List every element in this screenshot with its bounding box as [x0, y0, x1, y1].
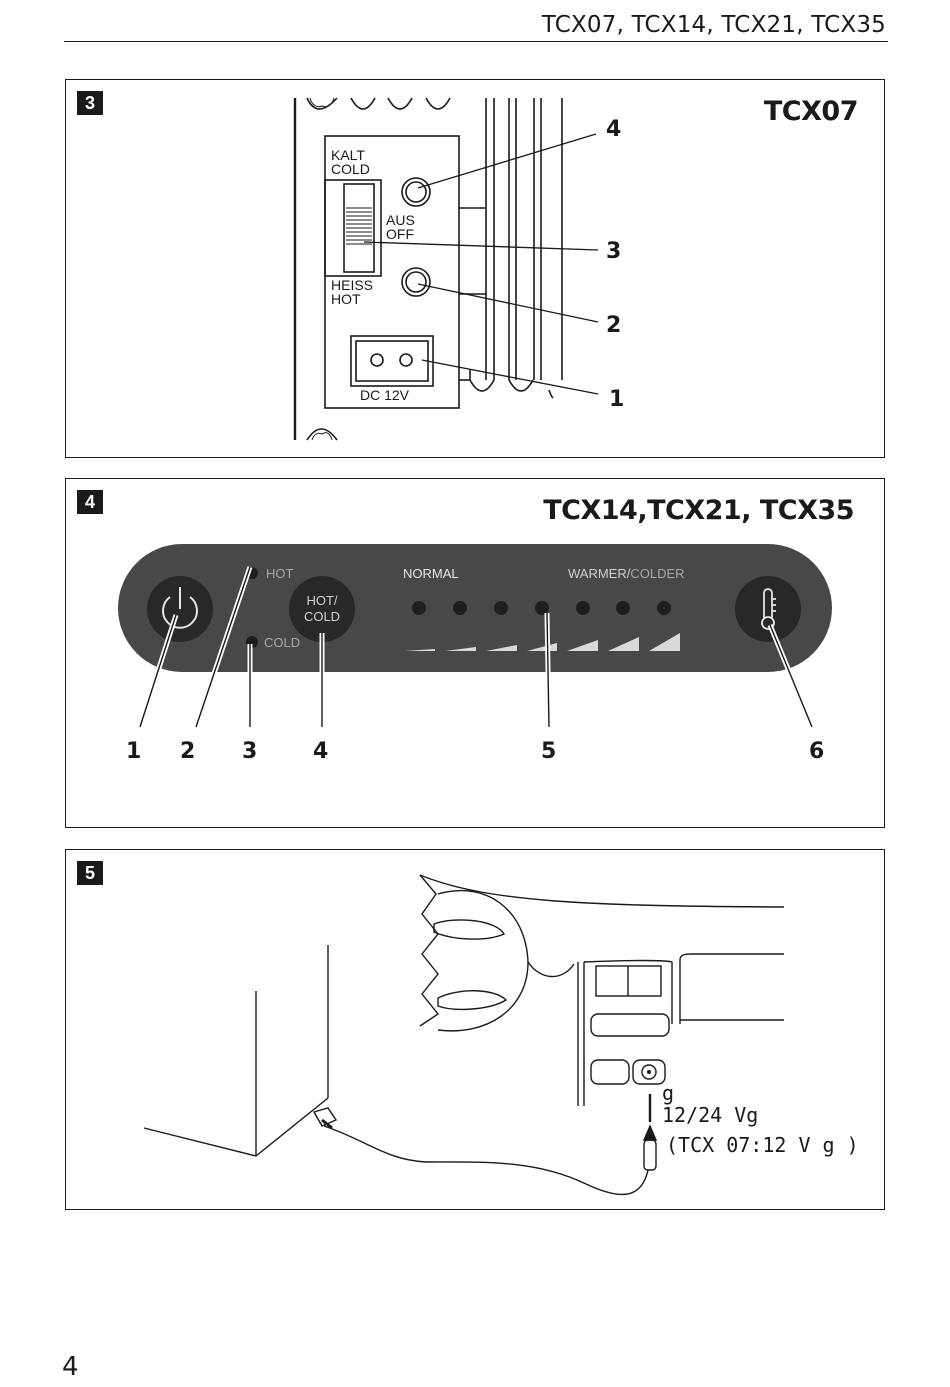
- label-note: (TCX 07:12 V g ): [666, 1133, 859, 1157]
- model-label: TCX14,TCX21, TCX35: [543, 495, 854, 526]
- figure-number: 5: [77, 861, 103, 885]
- callout-1: 1: [126, 739, 141, 764]
- callout-3: 3: [606, 239, 621, 264]
- label-g: g: [662, 1081, 674, 1105]
- hot-cold-line2: COLD: [304, 609, 340, 624]
- label-normal: NORMAL: [403, 566, 459, 581]
- label-cold: COLD: [331, 161, 370, 177]
- callout-6: 6: [809, 739, 824, 764]
- figure-4-drawing: HOT COLD HOT/ COLD NORMAL WARMER/COLDER: [118, 544, 832, 764]
- label-hot: HOT: [266, 566, 294, 581]
- label-aus: AUS: [386, 212, 415, 228]
- header-title: TCX07, TCX14, TCX21, TCX35: [541, 12, 886, 38]
- label-colder: COLDER: [630, 566, 684, 581]
- callout-3: 3: [242, 739, 257, 764]
- label-warmer-colder: WARMER/COLDER: [568, 566, 685, 581]
- page-header: TCX07, TCX14, TCX21, TCX35: [64, 10, 888, 42]
- callout-1: 1: [609, 387, 624, 412]
- callout-4: 4: [313, 739, 328, 764]
- control-panel: [118, 544, 832, 672]
- label-kalt: KALT: [331, 147, 365, 163]
- figure-5: 5: [65, 849, 885, 1210]
- callout-2: 2: [180, 739, 195, 764]
- figure-5-drawing: g 12/24 Vg (TCX 07:12 V g ): [143, 874, 859, 1196]
- callout-4: 4: [606, 117, 621, 142]
- label-voltage: 12/24 Vg: [662, 1103, 758, 1127]
- figure-number: 3: [77, 91, 103, 115]
- label-heiss: HEISS: [331, 277, 373, 293]
- power-icon: [162, 587, 198, 629]
- figure-3: 3 TCX07: [65, 79, 885, 458]
- figure-number: 4: [77, 490, 103, 514]
- page-number: 4: [62, 1352, 79, 1382]
- thermometer-icon: [761, 588, 776, 630]
- label-warmer: WARMER/: [568, 566, 631, 581]
- callout-5: 5: [541, 739, 556, 764]
- label-off: OFF: [386, 226, 414, 242]
- figure-4: 4 TCX14,TCX21, TCX35 HOT COLD HOT/ COLD …: [65, 478, 885, 828]
- temperature-leds: [412, 601, 671, 615]
- model-label: TCX07: [763, 96, 859, 127]
- hot-cold-button[interactable]: HOT/ COLD: [289, 576, 355, 642]
- label-cold: COLD: [264, 635, 300, 650]
- thermometer-button[interactable]: [735, 576, 801, 642]
- hot-cold-line1: HOT/: [306, 593, 337, 608]
- power-button[interactable]: [147, 576, 213, 642]
- label-hot: HOT: [331, 291, 361, 307]
- figure-3-drawing: KALT COLD AUS OFF HEISS HOT DC 12V 4 3 2…: [293, 97, 624, 441]
- label-dc-socket: DC 12V: [360, 387, 410, 403]
- callout-2: 2: [606, 313, 621, 338]
